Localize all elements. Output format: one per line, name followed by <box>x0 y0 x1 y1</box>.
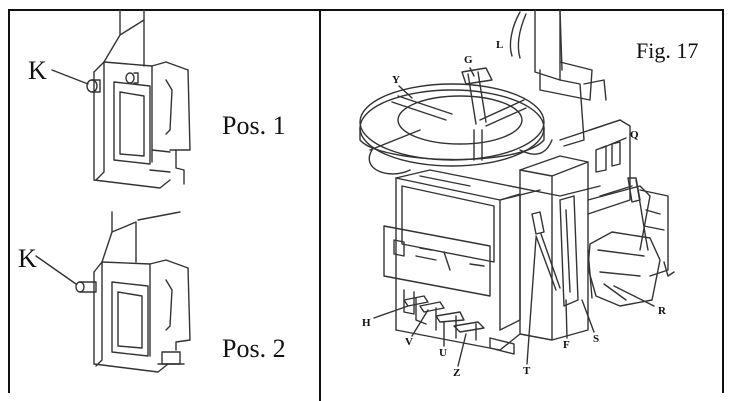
k-label-upper: K <box>28 56 47 85</box>
callout-y: Y <box>392 74 400 86</box>
pos-2-label: Pos. 2 <box>222 334 286 363</box>
bracket-pos1-drawing <box>51 9 191 189</box>
callout-s: S <box>593 333 600 345</box>
callout-z: Z <box>453 367 461 379</box>
callout-v: V <box>405 336 413 348</box>
tyre-changer-drawing <box>359 9 675 367</box>
figure-frame <box>8 9 724 393</box>
callout-r: R <box>658 305 666 317</box>
pos-1-label: Pos. 1 <box>222 111 286 140</box>
callout-q: Q <box>630 129 639 141</box>
callout-f: F <box>563 339 570 351</box>
bracket-pos2-drawing <box>35 211 191 373</box>
callout-h: H <box>362 317 371 329</box>
callout-u: U <box>439 347 447 359</box>
callout-t: T <box>523 365 531 377</box>
figure-number: Fig. 17 <box>636 38 699 63</box>
callout-l: L <box>496 39 504 51</box>
callout-g: G <box>464 54 473 66</box>
k-label-lower: K <box>18 244 37 273</box>
panel-divider <box>319 9 321 401</box>
